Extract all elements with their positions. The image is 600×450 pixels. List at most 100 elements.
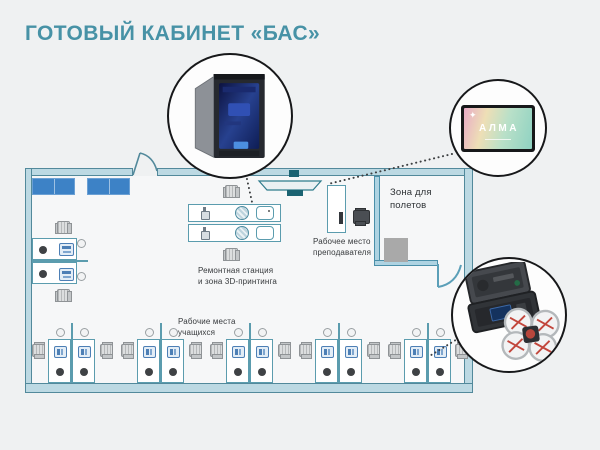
computer-icon [433, 346, 447, 358]
desk-partition [337, 323, 340, 383]
stool-circle-icon [322, 328, 332, 337]
chair-seat [100, 344, 113, 357]
student-desk-pair [48, 323, 95, 383]
printer-unit-icon [256, 226, 274, 240]
stool-circle-icon [346, 328, 356, 337]
chair-icon [98, 342, 115, 359]
student-desk [250, 328, 273, 383]
equipment-dot-icon [39, 246, 47, 254]
flight-zone-wall-left [374, 176, 380, 261]
desk-partition [70, 323, 73, 383]
computer-icon [231, 346, 245, 358]
equipment-dot-icon [323, 368, 331, 376]
filament-spool-icon [235, 226, 249, 240]
chair-seat [189, 344, 202, 357]
side-desk [32, 238, 77, 260]
stool-circle-icon [55, 328, 65, 337]
chair-icon [297, 342, 314, 359]
student-desk-pair [226, 323, 273, 383]
stool-circle-icon [435, 328, 445, 337]
device-icon [59, 243, 74, 256]
stool-circle-icon [144, 328, 154, 337]
wall-bottom [25, 383, 473, 393]
student-desk [137, 328, 160, 383]
equipment-dot-icon [80, 368, 88, 376]
chair-seat [367, 344, 380, 357]
callout-interactive-display: ✦ АЛМА [449, 79, 547, 177]
chair-icon [55, 219, 72, 236]
wall-left [25, 168, 32, 393]
cabinet-icon [32, 178, 75, 195]
chair-seat [225, 248, 238, 261]
equipment-dot-icon [258, 368, 266, 376]
flight-zone-label: Зона для полетов [390, 187, 432, 212]
student-desk-pair [315, 323, 362, 383]
device-icon [59, 268, 74, 281]
student-desk-pair [404, 323, 451, 383]
chair-seat [121, 344, 134, 357]
repair-table [188, 204, 281, 222]
student-desk [226, 328, 249, 383]
interactive-display-icon: ✦ АЛМА [461, 104, 535, 152]
chair-icon [386, 342, 403, 359]
display-screen: ✦ АЛМА [464, 107, 532, 149]
teacher-desk [327, 185, 346, 233]
desk-partition [159, 323, 162, 383]
student-desk [315, 328, 338, 383]
chair-seat [57, 221, 70, 234]
equipment-dot-icon [412, 368, 420, 376]
repair-station-label: Ремонтная станция и зона 3D-принтинга [198, 266, 277, 286]
monitor-icon [339, 212, 343, 224]
wall-top-left [25, 168, 133, 176]
chair-icon [208, 342, 225, 359]
chair-seat [388, 344, 401, 357]
stool-circle-icon [79, 328, 89, 337]
student-desk [48, 328, 71, 383]
chair-seat [32, 344, 45, 357]
chair-icon [119, 342, 136, 359]
repair-table [188, 224, 281, 242]
page-title: ГОТОВЫЙ КАБИНЕТ «БАС» [25, 22, 321, 45]
door-swing-arc [139, 152, 158, 172]
callout-3d-printer [167, 53, 293, 179]
callout-drone-kit [451, 257, 567, 373]
stool-circle-icon [411, 328, 421, 337]
computer-icon [53, 346, 67, 358]
chair-icon [187, 342, 204, 359]
sparkle-icon: ✦ [469, 109, 477, 120]
tool-icon [201, 227, 210, 240]
equipment-dot-icon [39, 270, 47, 278]
student-desk [428, 328, 451, 383]
computer-icon [320, 346, 334, 358]
side-desk [32, 262, 77, 284]
equipment-dot-icon [169, 368, 177, 376]
student-desk-pair [137, 323, 184, 383]
computer-icon [166, 346, 180, 358]
computer-icon [409, 346, 423, 358]
display-brand-text: АЛМА [479, 122, 519, 134]
chair-icon [30, 342, 47, 359]
landing-pad [384, 238, 408, 262]
computer-icon [344, 346, 358, 358]
desk-partition [248, 323, 251, 383]
chair-icon [365, 342, 382, 359]
computer-icon [255, 346, 269, 358]
chair-icon [55, 287, 72, 304]
stool-circle-icon [168, 328, 178, 337]
desk-partition [32, 260, 88, 262]
equipment-dot-icon [234, 368, 242, 376]
door-leaf [132, 152, 141, 176]
student-desk [72, 328, 95, 383]
stool-circle-icon [77, 239, 86, 248]
stool-circle-icon [233, 328, 243, 337]
students-workplaces-label: Рабочие места учащихся [178, 317, 236, 337]
stool-circle-icon [77, 272, 86, 281]
chair-icon [223, 246, 240, 263]
3d-printer-icon [194, 74, 265, 158]
computer-icon [77, 346, 91, 358]
quadcopter-icon [501, 307, 560, 362]
student-desk [339, 328, 362, 383]
printer-unit-icon [256, 206, 274, 220]
student-desk [161, 328, 184, 383]
filament-spool-icon [235, 206, 249, 220]
